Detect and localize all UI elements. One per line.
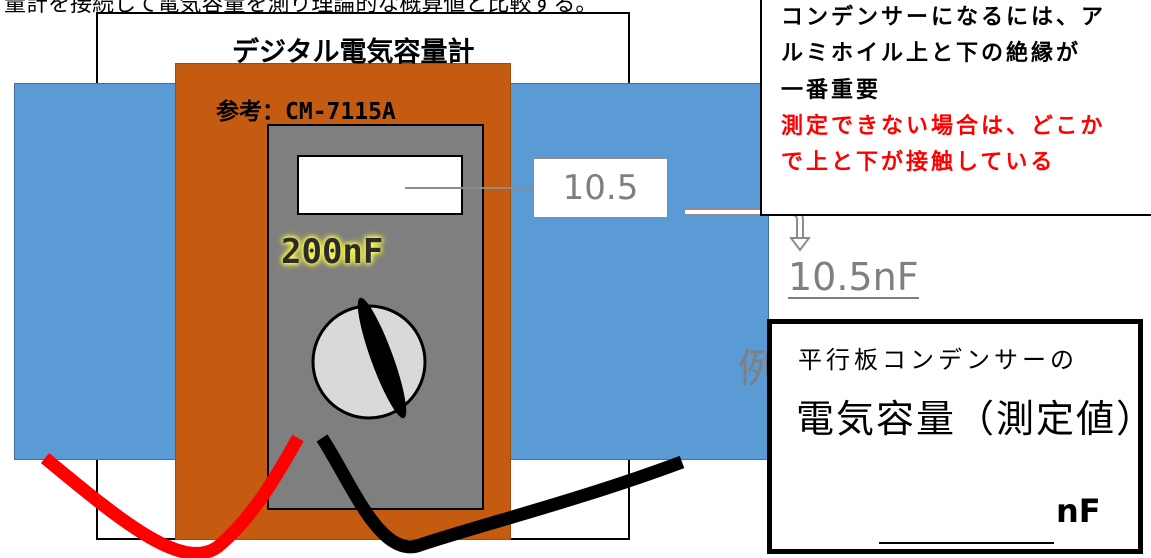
range-label: 200nF xyxy=(281,232,384,272)
answer-blank-field[interactable] xyxy=(879,542,1054,544)
answer-box xyxy=(767,319,1143,554)
result-arrow-head xyxy=(789,237,811,252)
meter-model: 参考：CM-7115A xyxy=(216,99,396,125)
note-warning-line: 測定できない場合は、どこか xyxy=(781,114,1106,139)
dial-pointer xyxy=(357,297,407,419)
reading-result: 10.5nF xyxy=(788,255,919,299)
answer-subheading: 電気容量（測定値） xyxy=(796,397,1151,441)
note-box xyxy=(760,0,1151,216)
answer-heading: 平行板コンデンサーの xyxy=(798,346,1078,374)
reading-callout: 10.5 xyxy=(533,158,668,218)
note-warning-line: で上と下が接触している xyxy=(781,150,1056,175)
meter-title: デジタル電気容量計 xyxy=(232,37,475,68)
note-line: コンデンサーになるには、ア xyxy=(781,5,1107,30)
note-line: ルミホイル上と下の絶縁が xyxy=(781,41,1082,66)
red-test-lead xyxy=(40,434,304,558)
black-test-lead xyxy=(316,434,685,554)
answer-unit: nF xyxy=(1056,492,1101,530)
note-line: 一番重要 xyxy=(781,78,882,103)
lcd-screen xyxy=(297,155,463,215)
